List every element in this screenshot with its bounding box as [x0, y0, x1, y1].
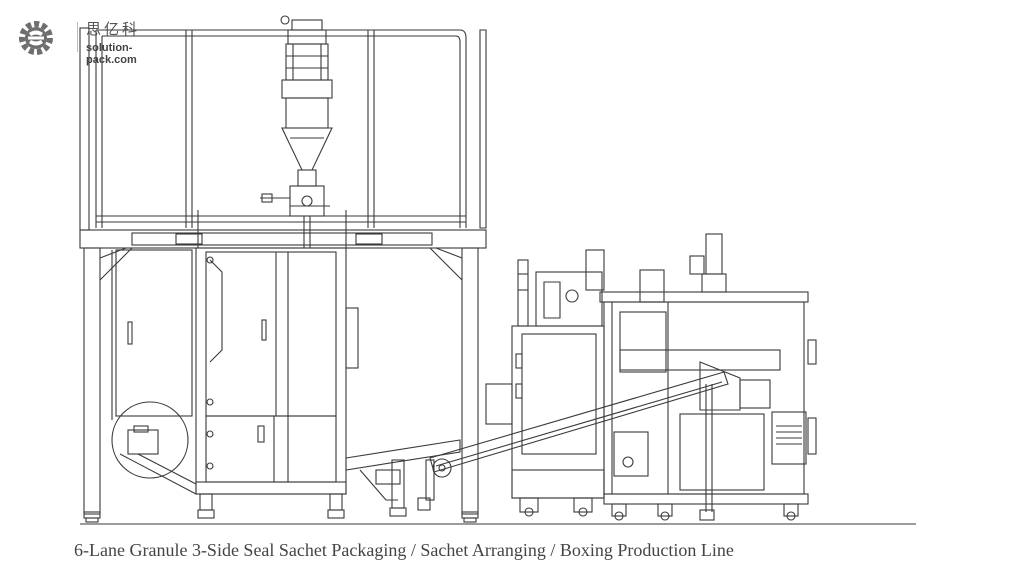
- vertical-packaging-machine: [79, 15, 487, 523]
- logo-divider: [77, 22, 78, 52]
- brand-name-cn: 思亿科: [86, 20, 141, 38]
- figure-caption: 6-Lane Granule 3-Side Seal Sachet Packag…: [74, 540, 734, 560]
- brand-url: solution-pack.com: [86, 42, 137, 66]
- brand-logo: 思亿科 solution-pack.com: [14, 16, 174, 66]
- sachet-arranging-machine: [485, 249, 605, 517]
- sachet-conveyor: [345, 371, 729, 517]
- boxing-machine: [599, 233, 817, 521]
- gear-s-logo-icon: [19, 21, 53, 55]
